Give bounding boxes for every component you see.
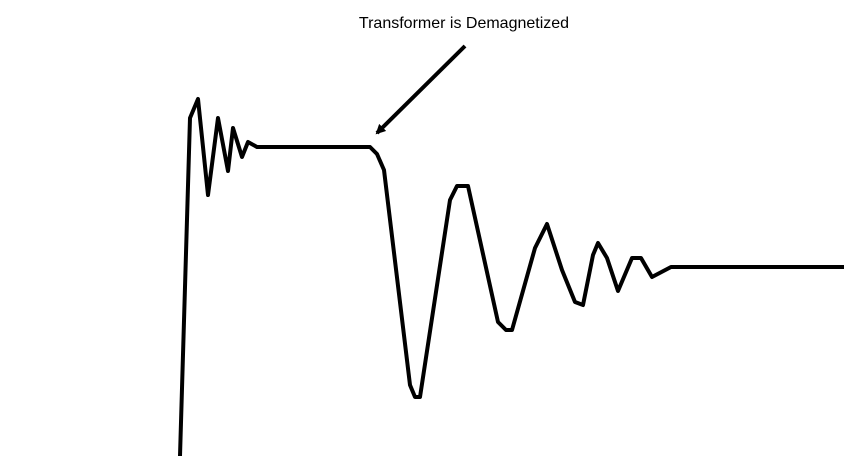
annotation-arrow — [375, 44, 467, 135]
annotation-label: Transformer is Demagnetized — [359, 15, 569, 32]
voltage-waveform — [178, 97, 844, 456]
